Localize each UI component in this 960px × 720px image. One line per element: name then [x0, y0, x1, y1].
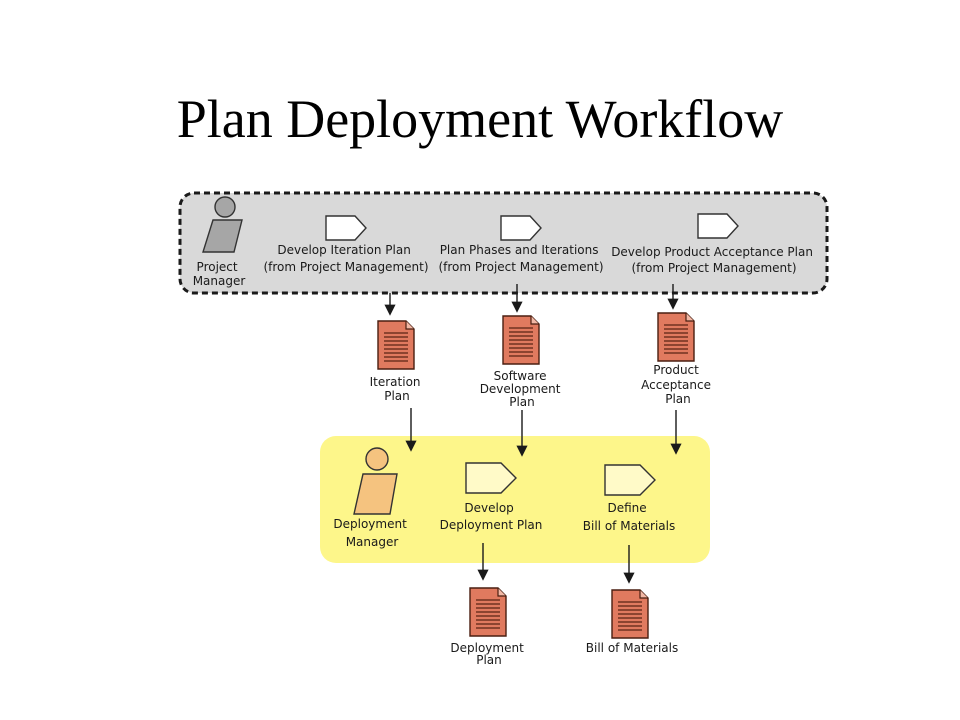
software-development-plan-artifact-icon	[502, 315, 540, 365]
product-acceptance-plan-artifact-icon	[657, 312, 695, 362]
project-manager-label: Project Manager	[193, 260, 246, 288]
deployment-manager-label: Deployment Manager	[333, 517, 410, 549]
activity-develop-deployment-plan-label: Develop Deployment Plan	[440, 501, 543, 532]
iteration-plan-label: Iteration Plan	[370, 375, 425, 403]
activity-develop-product-acceptance-plan-icon	[697, 213, 739, 239]
activity-develop-iteration-plan-label: Develop Iteration Plan (from Project Man…	[263, 243, 428, 274]
deployment-plan-label: Deployment Plan	[450, 641, 527, 667]
page-title: Plan Deployment Workflow	[176, 89, 784, 149]
activity-develop-product-acceptance-plan-label: Develop Product Acceptance Plan (from Pr…	[611, 245, 817, 275]
activity-define-bill-of-materials-label: Define Bill of Materials	[583, 501, 675, 533]
project-manager-role-icon	[202, 196, 243, 253]
deployment-plan-artifact-icon	[469, 587, 507, 637]
software-development-plan-label: Software Development Plan	[480, 369, 565, 409]
iteration-plan-artifact-icon	[377, 320, 415, 370]
product-acceptance-plan-label: Product Acceptance Plan	[641, 363, 715, 406]
deployment-manager-role-icon	[353, 447, 398, 515]
bill-of-materials-label: Bill of Materials	[586, 641, 678, 655]
activity-develop-deployment-plan-icon	[465, 462, 517, 494]
bill-of-materials-artifact-icon	[611, 589, 649, 639]
activity-plan-phases-icon	[500, 215, 542, 241]
activity-define-bill-of-materials-icon	[604, 464, 656, 496]
activity-develop-iteration-plan-icon	[325, 215, 367, 241]
activity-plan-phases-label: Plan Phases and Iterations (from Project…	[438, 243, 603, 274]
